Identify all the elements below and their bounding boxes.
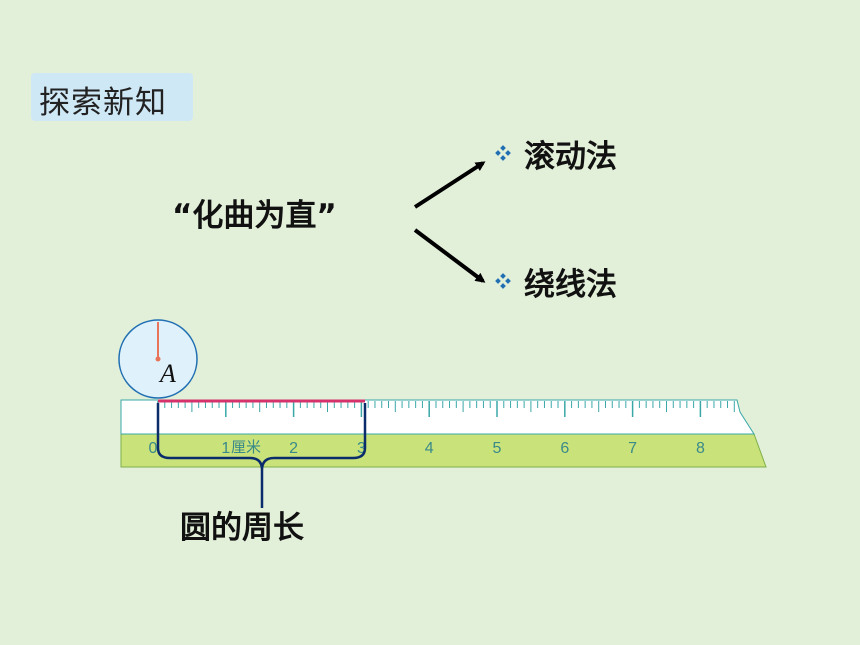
- section-tag-label: 探索新知: [39, 85, 167, 121]
- ruler-top: [120, 399, 755, 435]
- method-winding: 绕线法: [524, 267, 617, 303]
- ruler-number: 7: [628, 440, 637, 457]
- diamond-bullet-icon: [495, 145, 511, 161]
- section-tag: 探索新知: [31, 73, 193, 121]
- ruler-number: 1: [221, 440, 230, 457]
- ruler-number: 8: [696, 440, 705, 457]
- ruler-body: [120, 433, 767, 468]
- ruler-unit-label: 厘米: [231, 439, 261, 456]
- ruler-number: 4: [425, 440, 434, 457]
- ruler-number: 5: [493, 440, 502, 457]
- diamond-bullet-icon: [495, 273, 511, 289]
- ruler-numbers: 0 1 2 3 4 5 6 7 8: [149, 440, 705, 457]
- ruler-number: 2: [289, 440, 298, 457]
- ruler-number: 0: [149, 440, 158, 457]
- arrow-down: [413, 228, 486, 283]
- arrow-up: [413, 161, 486, 209]
- circle-center-dot: [155, 356, 161, 362]
- method-rolling: 滚动法: [524, 139, 617, 175]
- concept-text: “化曲为直”: [172, 198, 337, 234]
- circumference-brace: [156, 403, 367, 508]
- caption: 圆的周长: [180, 510, 304, 546]
- ruler-number: 3: [357, 440, 366, 457]
- circle-point-label: A: [158, 359, 176, 388]
- ruler-number: 6: [560, 440, 569, 457]
